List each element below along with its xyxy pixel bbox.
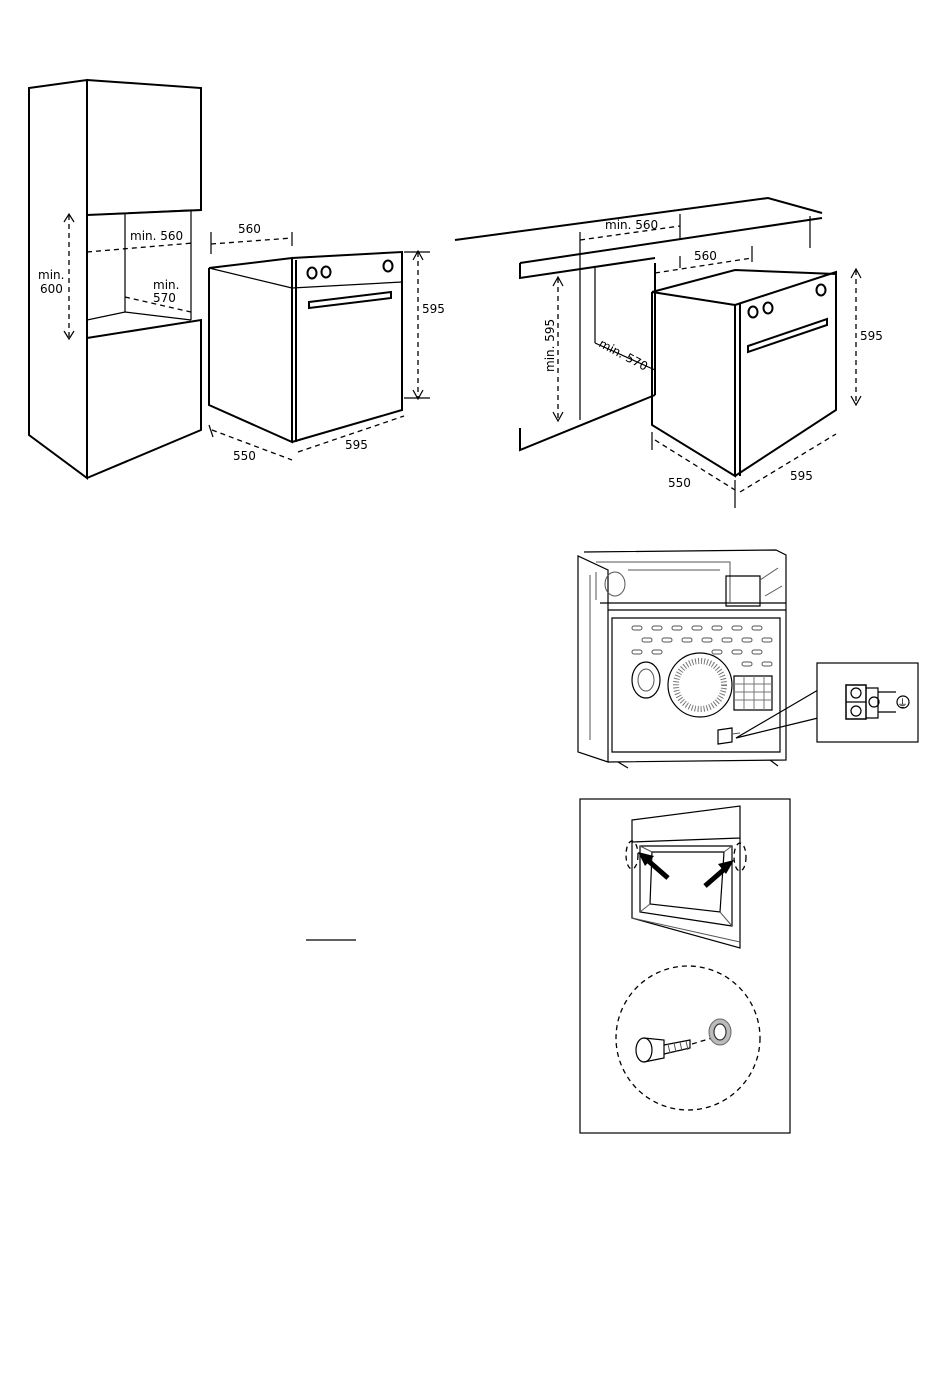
cabinet-depth-label-1: min. xyxy=(153,278,179,292)
cabinet-depth-label-2: 570 xyxy=(153,291,176,305)
oven-dimensions-figure: 560 595 550 595 xyxy=(209,222,445,463)
oven-front-width-label: 595 xyxy=(345,438,368,452)
counter-oven-top-width-label: 560 xyxy=(694,249,717,263)
ground-icon: ⏚ xyxy=(897,697,908,710)
counter-depth-label: min. 570 xyxy=(597,336,651,373)
oven-depth-label: 550 xyxy=(233,449,256,463)
cabinet-height-label-2: 600 xyxy=(40,282,63,296)
oven-top-width-label: 560 xyxy=(238,222,261,236)
counter-height-label: min. 595 xyxy=(543,319,557,372)
under-counter-figure: min. 560 min. 595 min. 570 560 595 550 5… xyxy=(455,198,883,508)
counter-width-label: min. 560 xyxy=(605,218,658,232)
cabinet-width-label: min. 560 xyxy=(130,229,183,243)
mounting-screws-figure xyxy=(580,799,790,1133)
counter-oven-front-width-label: 595 xyxy=(790,469,813,483)
oven-rear-figure: ⏚ xyxy=(578,550,918,768)
counter-oven-depth-label: 550 xyxy=(668,476,691,490)
tall-cabinet-figure: min. 600 min. 560 min. 570 xyxy=(29,80,201,478)
counter-oven-height-label: 595 xyxy=(860,329,883,343)
cabinet-height-label-1: min. xyxy=(38,268,64,282)
oven-height-label: 595 xyxy=(422,302,445,316)
